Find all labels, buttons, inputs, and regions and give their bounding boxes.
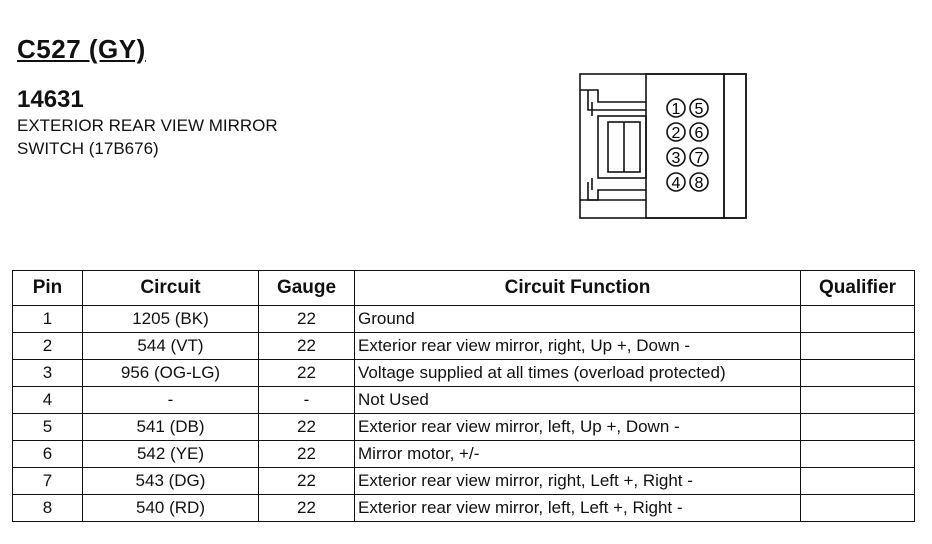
- part-number: 14631: [17, 86, 84, 113]
- cell-qualifier: [800, 413, 915, 441]
- table-header-row: Pin Circuit Gauge Circuit Function Quali…: [12, 270, 915, 306]
- cell-pin: 5: [12, 413, 83, 441]
- cell-function: Exterior rear view mirror, right, Up +, …: [354, 332, 801, 360]
- pin-cavity-left: 2: [666, 122, 686, 142]
- cell-qualifier: [800, 305, 915, 333]
- pin-label: 2: [672, 125, 681, 142]
- col-header-gauge: Gauge: [258, 270, 355, 306]
- cell-gauge: -: [258, 386, 355, 414]
- pin-label: 5: [695, 101, 704, 118]
- pinout-table: Pin Circuit Gauge Circuit Function Quali…: [12, 270, 915, 522]
- cell-pin: 6: [12, 440, 83, 468]
- cell-qualifier: [800, 467, 915, 495]
- cell-function: Exterior rear view mirror, right, Left +…: [354, 467, 801, 495]
- pin-label: 1: [672, 101, 681, 118]
- cell-gauge: 22: [258, 467, 355, 495]
- pin-cavities: 1 2 3 4 5 6 7 8: [666, 98, 709, 192]
- cell-gauge: 22: [258, 359, 355, 387]
- pin-label: 3: [672, 150, 681, 167]
- pin-cavity-right: 8: [689, 172, 709, 192]
- pin-cavity-right: 5: [689, 98, 709, 118]
- pin-label: 6: [695, 125, 704, 142]
- pin-cavity-right: 7: [689, 147, 709, 167]
- cell-circuit: 543 (DG): [82, 467, 259, 495]
- cell-pin: 8: [12, 494, 83, 522]
- cell-circuit: 540 (RD): [82, 494, 259, 522]
- table-row: 7 543 (DG) 22 Exterior rear view mirror,…: [12, 467, 915, 495]
- cell-gauge: 22: [258, 413, 355, 441]
- pin-label: 8: [695, 175, 704, 192]
- cell-circuit: 956 (OG-LG): [82, 359, 259, 387]
- cell-pin: 2: [12, 332, 83, 360]
- cell-function: Ground: [354, 305, 801, 333]
- cell-gauge: 22: [258, 440, 355, 468]
- cell-circuit: 541 (DB): [82, 413, 259, 441]
- cell-function: Exterior rear view mirror, left, Up +, D…: [354, 413, 801, 441]
- pin-cavity-left: 4: [666, 172, 686, 192]
- cell-qualifier: [800, 440, 915, 468]
- cell-qualifier: [800, 494, 915, 522]
- col-header-qualifier: Qualifier: [800, 270, 915, 306]
- pin-label: 4: [672, 175, 681, 192]
- connector-id: C527 (GY): [17, 34, 146, 64]
- cell-gauge: 22: [258, 494, 355, 522]
- cell-circuit: 542 (YE): [82, 440, 259, 468]
- cell-pin: 4: [12, 386, 83, 414]
- cell-gauge: 22: [258, 305, 355, 333]
- pin-label: 7: [695, 150, 704, 167]
- cell-function: Exterior rear view mirror, left, Left +,…: [354, 494, 801, 522]
- cell-function: Mirror motor, +/-: [354, 440, 801, 468]
- table-row: 6 542 (YE) 22 Mirror motor, +/-: [12, 440, 915, 468]
- pin-cavity-left: 1: [666, 98, 686, 118]
- col-header-circuit-function: Circuit Function: [354, 270, 801, 306]
- cell-circuit: 1205 (BK): [82, 305, 259, 333]
- col-header-circuit: Circuit: [82, 270, 259, 306]
- pin-cavity-right: 6: [689, 122, 709, 142]
- description-line-2: SWITCH (17B676): [17, 139, 159, 158]
- connector-face-diagram: 1 2 3 4 5 6 7 8: [579, 73, 747, 219]
- cell-gauge: 22: [258, 332, 355, 360]
- cell-pin: 3: [12, 359, 83, 387]
- pin-cavity-left: 3: [666, 147, 686, 167]
- table-row: 2 544 (VT) 22 Exterior rear view mirror,…: [12, 332, 915, 360]
- cell-qualifier: [800, 386, 915, 414]
- cell-function: Not Used: [354, 386, 801, 414]
- cell-circuit: -: [82, 386, 259, 414]
- cell-qualifier: [800, 332, 915, 360]
- cell-pin: 1: [12, 305, 83, 333]
- table-row: 5 541 (DB) 22 Exterior rear view mirror,…: [12, 413, 915, 441]
- table-row: 3 956 (OG-LG) 22 Voltage supplied at all…: [12, 359, 915, 387]
- cell-qualifier: [800, 359, 915, 387]
- cell-function: Voltage supplied at all times (overload …: [354, 359, 801, 387]
- col-header-pin: Pin: [12, 270, 83, 306]
- table-row: 1 1205 (BK) 22 Ground: [12, 305, 915, 333]
- cell-pin: 7: [12, 467, 83, 495]
- description-line-1: EXTERIOR REAR VIEW MIRROR: [17, 116, 278, 135]
- cell-circuit: 544 (VT): [82, 332, 259, 360]
- table-row: 8 540 (RD) 22 Exterior rear view mirror,…: [12, 494, 915, 522]
- table-row: 4 - - Not Used: [12, 386, 915, 414]
